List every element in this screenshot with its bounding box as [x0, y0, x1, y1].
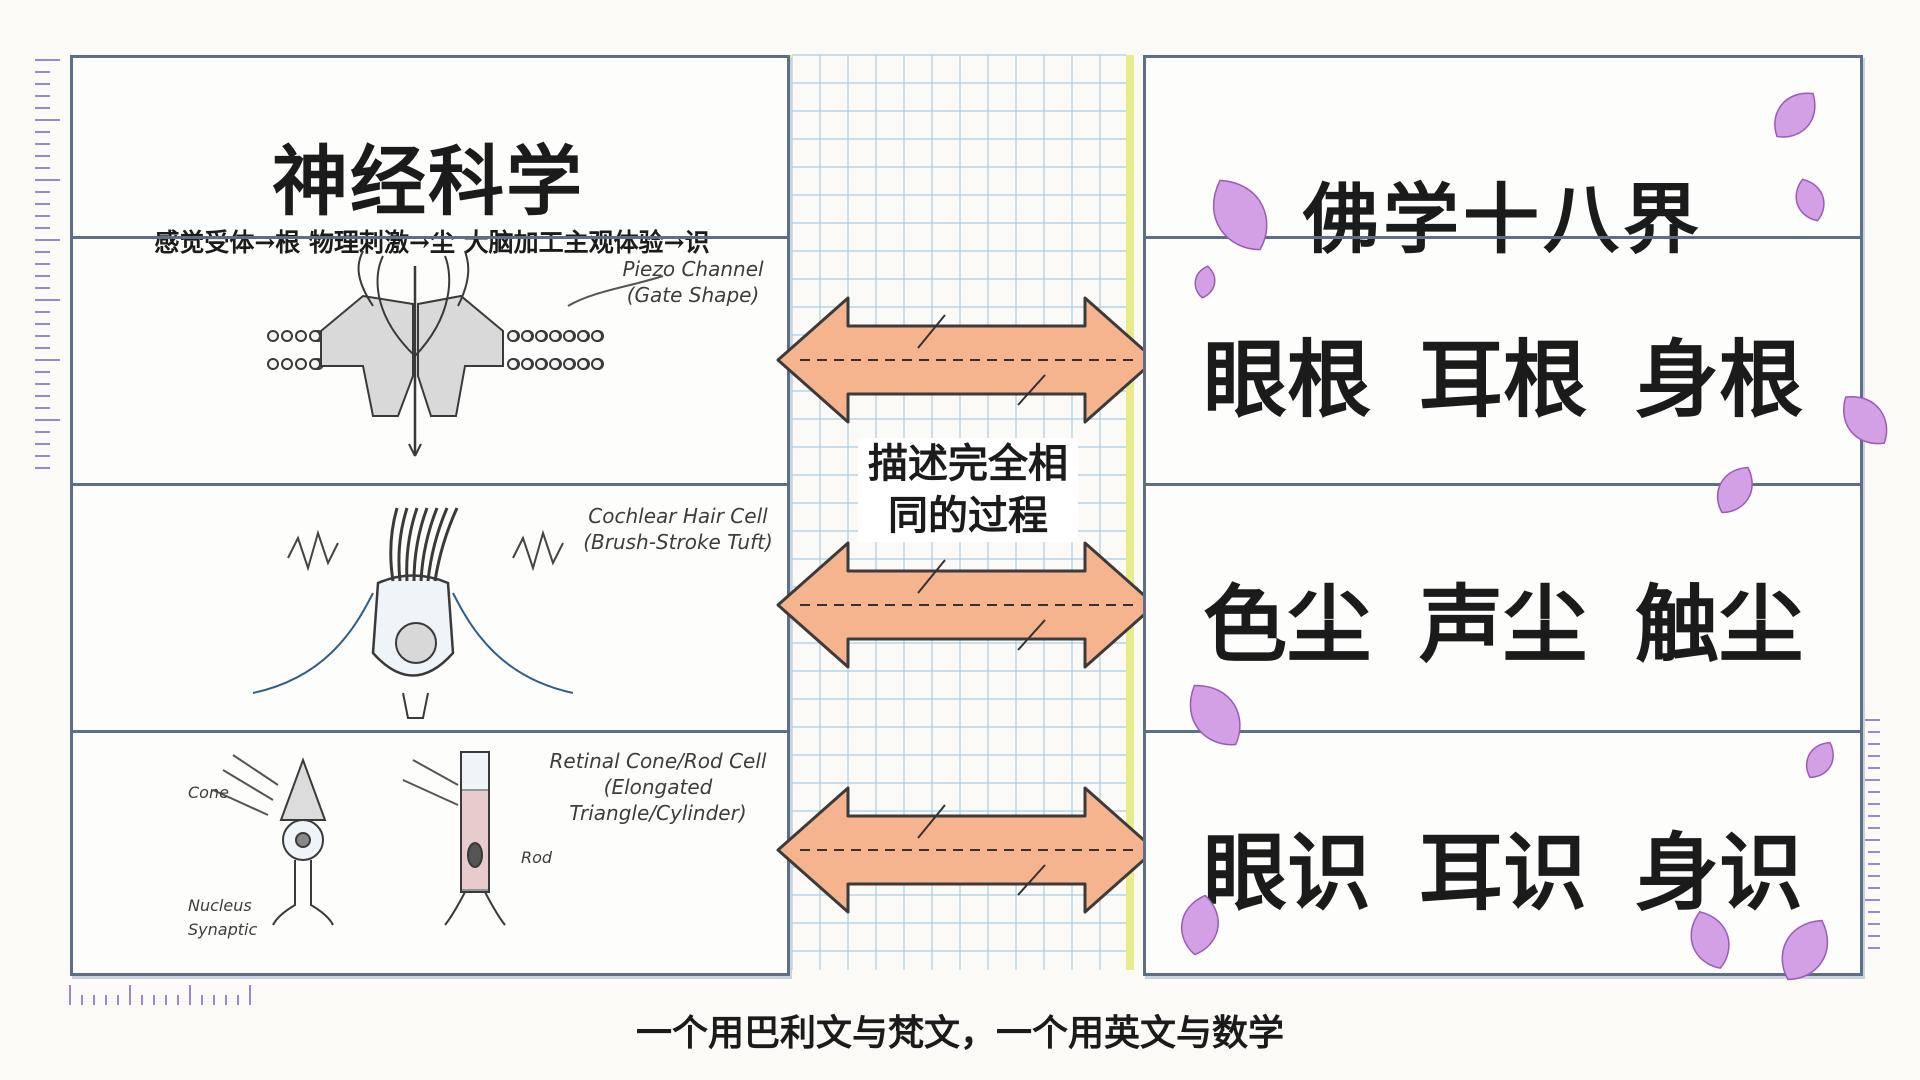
neuroscience-panel: 神经科学 感觉受体→根 物理刺激→尘 大脑加工主观体验→识 Piezo Chan… — [70, 55, 790, 976]
petal-icon — [1843, 396, 1888, 445]
body-consciousness: 身识 — [1635, 823, 1804, 922]
piezo-label: Piezo Channel (Gate Shape) — [622, 257, 764, 307]
root-terms: 眼根耳根身根 — [1146, 313, 1860, 434]
petal-icon — [1194, 265, 1216, 299]
neuroscience-subtitle: 感觉受体→根 物理刺激→尘 大脑加工主观体验→识 — [154, 228, 710, 257]
nucleus-part-label: Nucleus — [188, 896, 252, 915]
petal-icon — [1805, 741, 1834, 779]
piezo-channel-sketch — [267, 250, 664, 457]
petal-icon — [1717, 466, 1753, 514]
consciousness-row — [1146, 730, 1860, 973]
ear-root: 耳根 — [1418, 330, 1587, 429]
eye-root: 眼根 — [1202, 330, 1371, 429]
petal-icon — [1213, 179, 1268, 251]
body-root: 身根 — [1635, 330, 1804, 429]
hair-cell-row — [73, 483, 787, 731]
hair-cell-sketch — [252, 507, 574, 719]
petal-icon — [1690, 910, 1730, 970]
retina-row — [73, 730, 787, 973]
double-arrow-icon — [776, 786, 1157, 914]
petal-icon — [1774, 92, 1816, 138]
cone-rod-sketch — [212, 751, 506, 926]
rod-part-label: Rod — [521, 848, 553, 867]
cone-part-label: Cone — [188, 783, 229, 802]
petal-icon — [1795, 178, 1825, 222]
root-row — [1146, 236, 1860, 484]
consciousness-terms: 眼识耳识身识 — [1146, 806, 1860, 927]
retina-label: Retinal Cone/Rod Cell (Elongated Triangl… — [549, 749, 767, 825]
hair-cell-label: Cochlear Hair Cell (Brush-Stroke Tuft) — [583, 504, 773, 554]
piezo-row — [73, 236, 787, 484]
center-caption: 描述完全相同的过程 — [858, 438, 1078, 542]
petal-icon — [1181, 894, 1219, 956]
form-dust: 色尘 — [1202, 575, 1371, 674]
footer-caption: 一个用巴利文与梵文，一个用英文与数学 — [635, 1012, 1284, 1054]
buddhism-title: 佛学十八界 — [1303, 175, 1703, 264]
dust-row — [1146, 483, 1860, 731]
sound-dust: 声尘 — [1418, 575, 1587, 674]
synaptic-part-label: Synaptic — [188, 920, 258, 939]
ear-consciousness: 耳识 — [1418, 823, 1587, 922]
petal-icon — [1189, 684, 1241, 746]
dust-terms: 色尘声尘触尘 — [1146, 558, 1860, 679]
eye-consciousness: 眼识 — [1202, 823, 1371, 922]
petal-icon — [1781, 919, 1829, 981]
touch-dust: 触尘 — [1635, 575, 1804, 674]
double-arrow-icon — [776, 296, 1157, 424]
neuroscience-title: 神经科学 — [272, 137, 584, 226]
